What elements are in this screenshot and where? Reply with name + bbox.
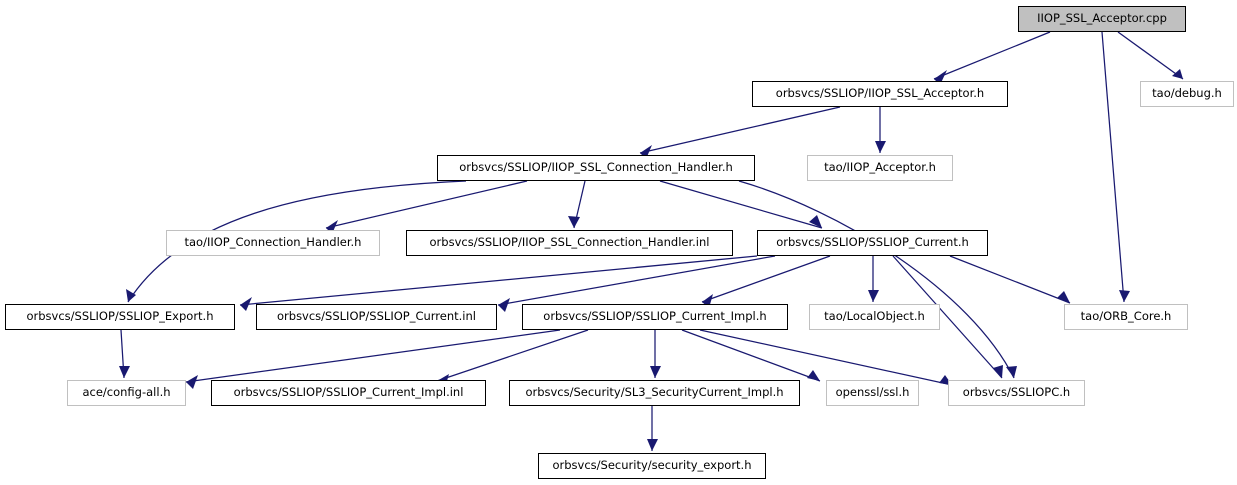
graph-node-conn_inl[interactable]: orbsvcs/SSLIOP/IIOP_SSL_Connection_Handl… <box>406 230 733 256</box>
arrowhead-ssl_acc_h-to-iiop_acc_h <box>875 141 886 153</box>
graph-node-label: orbsvcs/SSLIOP/SSLIOP_Current.h <box>776 235 969 250</box>
edge-conn_h-to-tao_conn_h <box>325 180 528 229</box>
edge-cur_h-to-cur_inl <box>497 255 776 306</box>
arrowhead-conn_h-to-export_h <box>126 289 136 302</box>
edges-group <box>119 31 1184 451</box>
graph-node-label: orbsvcs/Security/SL3_SecurityCurrent_Imp… <box>525 385 784 400</box>
arrowhead-conn_h-to-ssliopc_h <box>1006 366 1017 378</box>
edge-root-to-debug_h <box>1117 31 1184 80</box>
edge-conn_h-to-ssliopc_h <box>738 180 1015 379</box>
graph-node-cur_impl_h[interactable]: orbsvcs/SSLIOP/SSLIOP_Current_Impl.h <box>522 304 788 330</box>
graph-node-orbcore_h[interactable]: tao/ORB_Core.h <box>1064 304 1188 330</box>
graph-node-label: orbsvcs/SSLIOP/SSLIOP_Current_Impl.h <box>543 309 767 324</box>
graph-node-label: ace/config-all.h <box>82 385 171 400</box>
edge-cur_h-to-cur_impl_h <box>701 255 831 303</box>
graph-node-label: orbsvcs/SSLIOP/IIOP_SSL_Acceptor.h <box>775 86 985 101</box>
graph-node-sec_export_h[interactable]: orbsvcs/Security/security_export.h <box>538 453 766 479</box>
edge-cur_impl_h-to-ssl_h <box>681 329 821 382</box>
graph-node-label: tao/IIOP_Acceptor.h <box>824 160 936 175</box>
arrowhead-cur_impl_h-to-sl3_h <box>650 366 661 378</box>
graph-node-label: orbsvcs/SSLIOP/SSLIOP_Current.inl <box>277 309 476 324</box>
graph-node-conn_h[interactable]: orbsvcs/SSLIOP/IIOP_SSL_Connection_Handl… <box>437 155 755 181</box>
graph-node-cur_inl[interactable]: orbsvcs/SSLIOP/SSLIOP_Current.inl <box>256 304 497 330</box>
edge-cur_impl_h-to-config_h <box>185 329 561 383</box>
graph-node-label: tao/debug.h <box>1152 86 1222 101</box>
arrowhead-cur_h-to-cur_inl <box>498 298 510 312</box>
arrowhead-cur_h-to-cur_impl_h <box>702 294 713 308</box>
graph-node-label: tao/ORB_Core.h <box>1080 309 1172 324</box>
graph-node-label: IIOP_SSL_Acceptor.cpp <box>1037 11 1167 26</box>
graph-node-sl3_h[interactable]: orbsvcs/Security/SL3_SecurityCurrent_Imp… <box>509 380 800 406</box>
graph-node-label: orbsvcs/SSLIOP/IIOP_SSL_Connection_Handl… <box>429 235 710 250</box>
edge-root-to-orbcore_h <box>1101 31 1125 303</box>
edge-conn_h-to-export_h <box>127 180 467 303</box>
graph-node-export_h[interactable]: orbsvcs/SSLIOP/SSLIOP_Export.h <box>5 304 235 330</box>
arrowhead-conn_h-to-cur_h <box>809 215 822 228</box>
graph-node-label: orbsvcs/SSLIOP/SSLIOP_Export.h <box>26 309 214 324</box>
graph-node-iiop_acc_h[interactable]: tao/IIOP_Acceptor.h <box>807 155 953 181</box>
arrowhead-cur_impl_h-to-ssl_h <box>807 370 820 381</box>
graph-node-cur_impl_inl[interactable]: orbsvcs/SSLIOP/SSLIOP_Current_Impl.inl <box>211 380 486 406</box>
edge-conn_h-to-cur_h <box>659 180 823 229</box>
arrowhead-cur_h-to-export_h <box>240 297 252 311</box>
edge-cur_h-to-ssliopc_h <box>892 255 1003 379</box>
graph-node-label: tao/IIOP_Connection_Handler.h <box>184 235 362 250</box>
graph-node-label: openssl/ssl.h <box>835 385 910 400</box>
arrowhead-export_h-to-config_h <box>119 366 130 378</box>
graph-node-debug_h[interactable]: tao/debug.h <box>1140 81 1234 107</box>
graph-node-label: tao/LocalObject.h <box>824 309 925 324</box>
graph-node-ssl_acc_h[interactable]: orbsvcs/SSLIOP/IIOP_SSL_Acceptor.h <box>752 81 1008 107</box>
arrowhead-sl3_h-to-sec_export_h <box>647 439 658 451</box>
graph-node-tao_conn_h[interactable]: tao/IIOP_Connection_Handler.h <box>166 230 380 256</box>
graph-node-label: orbsvcs/SSLIOPC.h <box>962 385 1071 400</box>
arrowhead-cur_h-to-ssliopc_h <box>993 365 1003 378</box>
graph-node-label: orbsvcs/SSLIOP/IIOP_SSL_Connection_Handl… <box>459 160 733 175</box>
arrowhead-conn_h-to-conn_inl <box>568 216 580 228</box>
graph-node-localobj_h[interactable]: tao/LocalObject.h <box>809 304 940 330</box>
graph-node-config_h[interactable]: ace/config-all.h <box>67 380 186 406</box>
edge-root-to-ssl_acc_h <box>933 31 1051 80</box>
arrowhead-cur_h-to-orbcore_h <box>1057 291 1070 303</box>
arrowhead-root-to-orbcore_h <box>1119 290 1130 302</box>
arrowhead-cur_h-to-localobj_h <box>868 290 879 302</box>
arrowhead-cur_impl_h-to-config_h <box>186 375 198 389</box>
graph-node-ssliopc_h[interactable]: orbsvcs/SSLIOPC.h <box>948 380 1085 406</box>
edge-cur_h-to-orbcore_h <box>949 255 1071 304</box>
edge-ssl_acc_h-to-conn_h <box>639 106 841 154</box>
graph-node-cur_h[interactable]: orbsvcs/SSLIOP/SSLIOP_Current.h <box>757 230 988 256</box>
graph-node-label: orbsvcs/Security/security_export.h <box>552 458 752 473</box>
graph-node-ssl_h[interactable]: openssl/ssl.h <box>826 380 919 406</box>
edge-cur_impl_h-to-cur_impl_inl <box>436 329 589 382</box>
graph-node-label: orbsvcs/SSLIOP/SSLIOP_Current_Impl.inl <box>233 385 464 400</box>
graph-node-root[interactable]: IIOP_SSL_Acceptor.cpp <box>1018 6 1186 32</box>
edge-cur_h-to-export_h <box>239 255 758 306</box>
edge-cur_impl_h-to-ssliopc_h <box>699 329 953 386</box>
arrowhead-root-to-debug_h <box>1172 69 1183 79</box>
